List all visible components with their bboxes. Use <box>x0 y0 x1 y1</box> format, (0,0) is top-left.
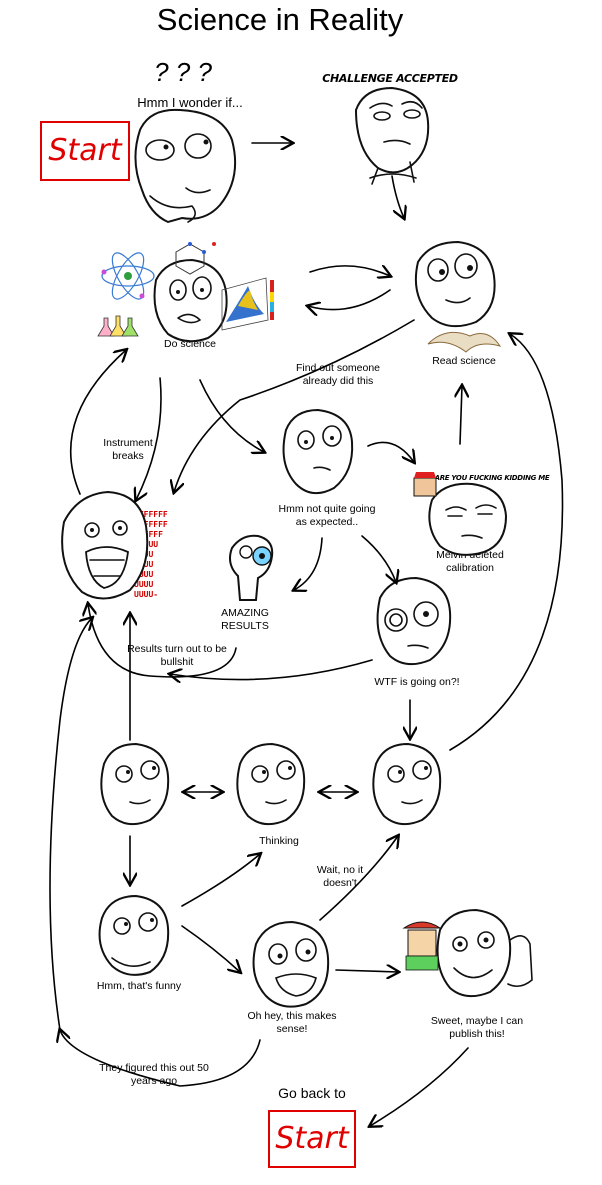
surface-plot-icon <box>221 277 274 331</box>
question-marks: ? ? ? <box>154 57 212 87</box>
thinking-face-left-icon <box>100 742 170 826</box>
start-box: Start <box>40 121 130 181</box>
rage-line: UUUU- <box>134 590 159 599</box>
read-science-face-icon <box>414 240 496 328</box>
rage-line: FFFFFF <box>134 530 163 539</box>
do-science-face-icon <box>153 258 228 343</box>
makes-sense-face-icon <box>252 920 330 1008</box>
hmm-wonder-label: Hmm I wonder if... <box>137 95 243 110</box>
atom-icon <box>101 252 155 300</box>
makes-sense-label: Oh hey, this makes sense! <box>247 1010 337 1035</box>
wait-no-label: Wait, no it doesn't <box>316 864 364 889</box>
go-back-label: Go back to <box>278 1085 346 1101</box>
thinking-face-right-icon <box>372 742 442 826</box>
read-science-label: Read science <box>432 355 496 367</box>
wtf-label: WTF is going on?! <box>374 676 460 688</box>
wondering-face-icon <box>134 108 237 224</box>
rage-line: FFFFFFF <box>134 510 168 519</box>
molecule-icon <box>175 242 216 275</box>
kidding-face-icon <box>413 472 508 556</box>
not-quite-face-icon <box>282 408 354 495</box>
page-title: Science in Reality <box>156 2 404 37</box>
publish-label: Sweet, maybe I can publish this! <box>430 1015 524 1040</box>
rage-line: UUUU <box>134 570 154 579</box>
funny-face-icon <box>98 894 170 976</box>
arrows <box>49 143 564 1126</box>
instrument-breaks-label: Instrument breaks <box>103 437 153 462</box>
rage-line: UUUU <box>134 580 154 589</box>
not-quite-label: Hmm not quite going as expected.. <box>278 503 376 528</box>
do-science-label: Do science <box>164 338 216 350</box>
start-box-bottom: Start <box>268 1110 356 1168</box>
challenge-accepted-face-icon <box>354 86 430 185</box>
wtf-face-icon <box>376 576 452 666</box>
thinking-label: Thinking <box>259 835 299 847</box>
thinking-face-center-icon <box>236 742 306 826</box>
amazing-results-face-icon <box>229 534 274 601</box>
publish-face-icon <box>402 908 533 998</box>
book-icon <box>427 331 502 353</box>
bullshit-label: Results turn out to be bullshit <box>127 643 227 668</box>
flasks-icon <box>97 315 139 337</box>
funny-label: Hmm, that's funny <box>96 980 182 992</box>
rage-line: FFFFFFF <box>134 520 168 529</box>
kidding-banner: ARE YOU FUCKING KIDDING ME <box>434 474 550 482</box>
amazing-results-label: AMAZING RESULTS <box>221 607 269 632</box>
challenge-accepted-banner: CHALLENGE ACCEPTED <box>322 72 458 85</box>
rage-face-icon <box>61 490 149 600</box>
